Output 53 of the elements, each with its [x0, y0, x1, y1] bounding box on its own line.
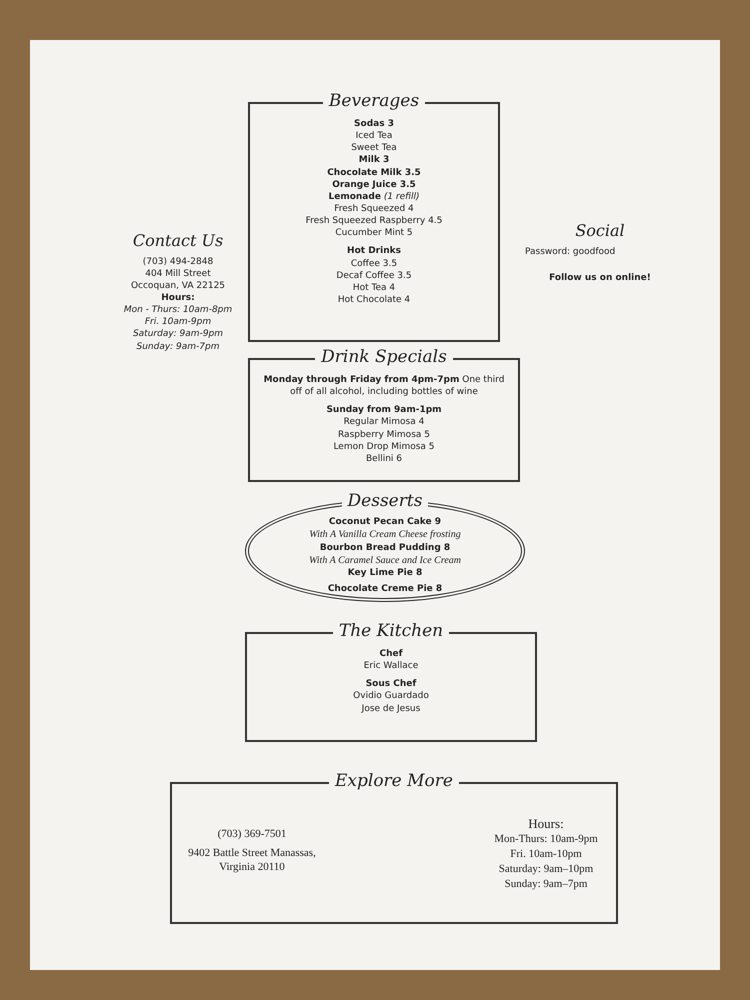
menu-item: Sweet Tea: [350, 142, 398, 154]
section-heading: Contact Us: [132, 230, 224, 252]
menu-item: Hours:: [527, 814, 565, 832]
menu-item: Chef: [378, 648, 404, 660]
contact-text: Password: goodfood: [525, 246, 616, 258]
menu-item: Mon-Thurs: 10am-9pm: [493, 832, 599, 847]
section-heading: Social: [574, 220, 626, 242]
social-note: Follow us on online!: [548, 272, 652, 284]
menu-item: Coffee 3.5: [350, 258, 398, 270]
menu-item: Monday through Friday from 4pm-7pm One third off of all alcohol, including bottles of wine: [262, 374, 506, 398]
section-heading: Beverages: [322, 91, 426, 111]
menu-item: Fri. 10am-10pm: [509, 846, 583, 862]
menu-item: Saturday: 9am–10pm: [498, 862, 594, 877]
menu-item: Raspberry Mimosa 5: [337, 428, 431, 441]
menu-item: (703) 369-7501: [216, 826, 288, 842]
menu-item: Sunday: 9am–7pm: [504, 876, 588, 892]
menu-item: Iced Tea: [354, 130, 394, 142]
item-description: With A Caramel Sauce and Ice Cream: [308, 554, 462, 568]
menu-item: Eric Wallace: [362, 660, 420, 672]
menu-item: Hot Drinks: [346, 245, 402, 258]
menu-item: Milk 3: [358, 154, 390, 167]
contact-text: Fri. 10am-9pm: [144, 316, 212, 328]
hours-heading: Hours:: [160, 292, 196, 304]
menu-item: Fresh Squeezed 4: [333, 202, 415, 216]
menu-item: 9402 Battle Street Manassas, Virginia 20110: [187, 846, 317, 876]
menu-item: Bellini 6: [364, 452, 403, 465]
contact-text: Saturday: 9am-9pm: [132, 328, 224, 341]
section-heading: Drink Specials: [315, 347, 453, 367]
menu-item: Jose de Jesus: [360, 702, 422, 715]
contact-text: 404 Mill Street Occoquan, VA 22125: [130, 268, 226, 292]
menu-item: Lemonade (1 refill): [328, 190, 420, 203]
menu-item: Hot Chocolate 4: [336, 294, 412, 306]
menu-item: Bourbon Bread Pudding 8: [318, 542, 452, 554]
menu-item: Orange Juice 3.5: [331, 178, 417, 191]
menu-item: Cucumber Mint 5: [334, 227, 414, 240]
contact-text: Sunday: 9am-7pm: [135, 340, 221, 353]
menu-item: Lemon Drop Mimosa 5: [332, 440, 436, 453]
menu-item: Chocolate Milk 3.5: [326, 166, 422, 179]
menu-item: Sunday from 9am-1pm: [325, 404, 443, 416]
item-description: With A Vanilla Cream Cheese frosting: [308, 528, 462, 542]
contact-text: (703) 494-2848: [142, 256, 214, 268]
menu-item: Ovidio Guardado: [352, 690, 430, 703]
menu-item: Hot Tea 4: [352, 282, 396, 294]
contact-text: Mon - Thurs: 10am-8pm: [122, 304, 234, 316]
menu-item: Key Lime Pie 8: [346, 567, 424, 580]
menu-item: Regular Mimosa 4: [342, 416, 426, 429]
menu-item: Chocolate Creme Pie 8: [326, 583, 444, 596]
section-heading: Explore More: [329, 771, 459, 791]
menu-item: Sous Chef: [364, 678, 418, 690]
menu-item: Coconut Pecan Cake 9: [328, 516, 442, 528]
menu-item: Decaf Coffee 3.5: [335, 270, 413, 282]
menu-item: Sodas 3: [353, 118, 395, 130]
menu-item: Fresh Squeezed Raspberry 4.5: [304, 215, 444, 228]
